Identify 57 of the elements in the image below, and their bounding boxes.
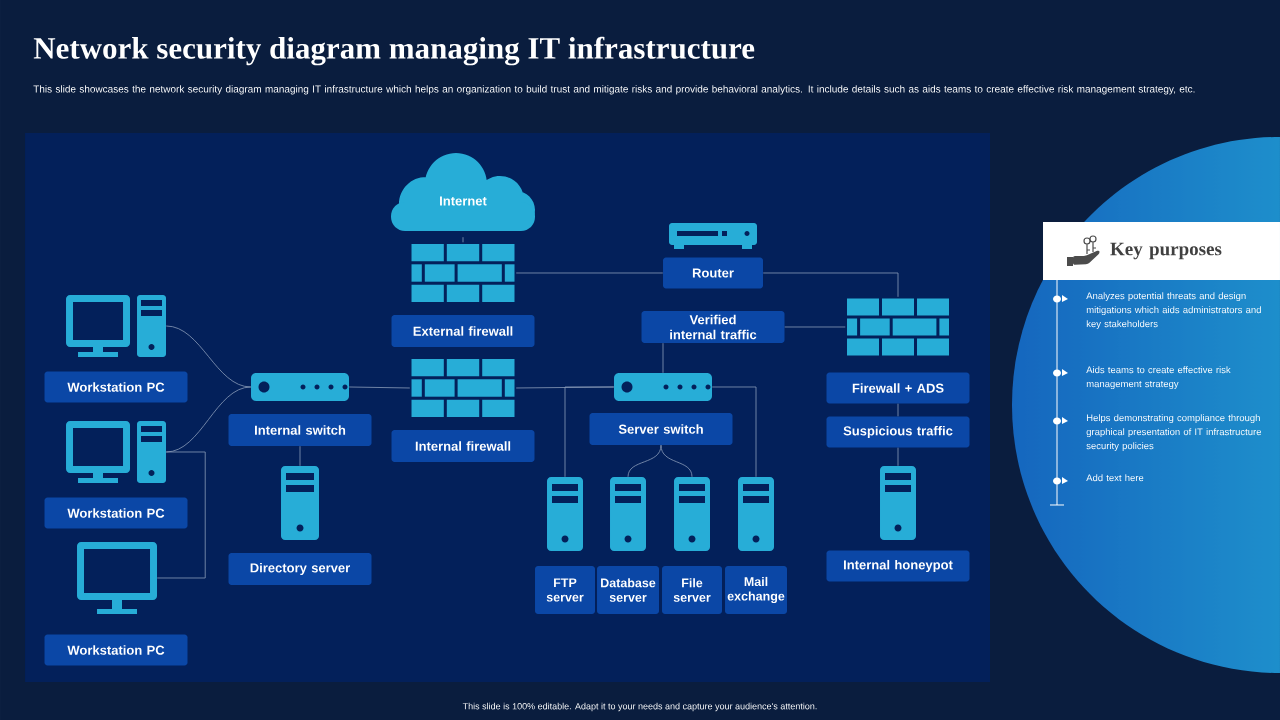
bullet-text: Aids teams to create effective risk management strategy [1086, 366, 1231, 390]
firewall-icon [411, 244, 515, 302]
label-box: Internal firewall [391, 430, 535, 462]
switch-icon [614, 373, 712, 401]
bullet-text: Add text here [1086, 474, 1144, 482]
firewall-icon [411, 359, 515, 417]
title: Network security diagram managing IT infrastructure [33, 36, 755, 66]
label-box: Internal switch [228, 414, 372, 446]
connector-line [156, 451, 206, 579]
description: This slide showcases the network security diagram managing IT infrastructure which helps an organization to build trust and mitigate risks and provide behavioral analytics. It include details such as aids teams to create effective risk management strategy, etc. [33, 85, 1195, 95]
header-band: Key purposes [1043, 222, 1280, 280]
router-icon [669, 223, 757, 249]
label-box: FTP server [535, 566, 595, 614]
node-label: Database server [601, 578, 656, 602]
label-box: Workstation PC [44, 497, 188, 529]
label-box: Internal honeypot [826, 550, 970, 582]
connector-line [784, 326, 846, 328]
connector-line [662, 342, 664, 374]
bullet-text: Analyzes potential threats and design mitigations which aids administrators and key stakeholders [1086, 292, 1261, 330]
computer-icon [66, 295, 166, 357]
connector-line [627, 444, 662, 478]
server-icon [610, 477, 646, 551]
label-box: Router [663, 257, 763, 289]
connector-line [762, 272, 899, 298]
bullet-text: Helps demonstrating compliance through graphical presentation of IT infrastructure security policies [1086, 414, 1262, 452]
connector-line [897, 447, 899, 467]
label-box: Mail exchange [725, 566, 787, 614]
connector-line [564, 386, 615, 478]
connector-line [348, 386, 411, 389]
connector-line [299, 445, 301, 467]
connector-line [165, 325, 252, 388]
label-box: Server switch [589, 413, 733, 445]
label-box: Directory server [228, 553, 372, 585]
label-box: File server [662, 566, 722, 614]
computer-icon [66, 421, 166, 483]
label-box: Firewall + ADS [826, 372, 970, 404]
firewall-icon [847, 298, 949, 356]
server-icon [281, 466, 319, 540]
server-icon [738, 477, 774, 551]
connector-line [711, 386, 757, 478]
label-box: Verified internal traffic [641, 311, 785, 343]
switch-icon [251, 373, 349, 401]
footer-note: This slide is 100% editable. Adapt it to your needs and capture your audience's attention. [462, 702, 817, 712]
monitor-icon [77, 542, 157, 614]
label-box: External firewall [391, 315, 535, 347]
label-box: Suspicious traffic [826, 416, 970, 448]
server-icon [674, 477, 710, 551]
server-icon [880, 466, 916, 540]
connector-line [660, 444, 693, 478]
connector-line [897, 403, 899, 417]
label-box: Workstation PC [44, 371, 188, 403]
node-label: FTP server [546, 578, 584, 602]
label-box: Database server [597, 566, 659, 614]
connector-line [462, 236, 464, 243]
label-box: Workstation PC [44, 634, 188, 666]
connector-line [515, 272, 664, 274]
server-icon [547, 477, 583, 551]
